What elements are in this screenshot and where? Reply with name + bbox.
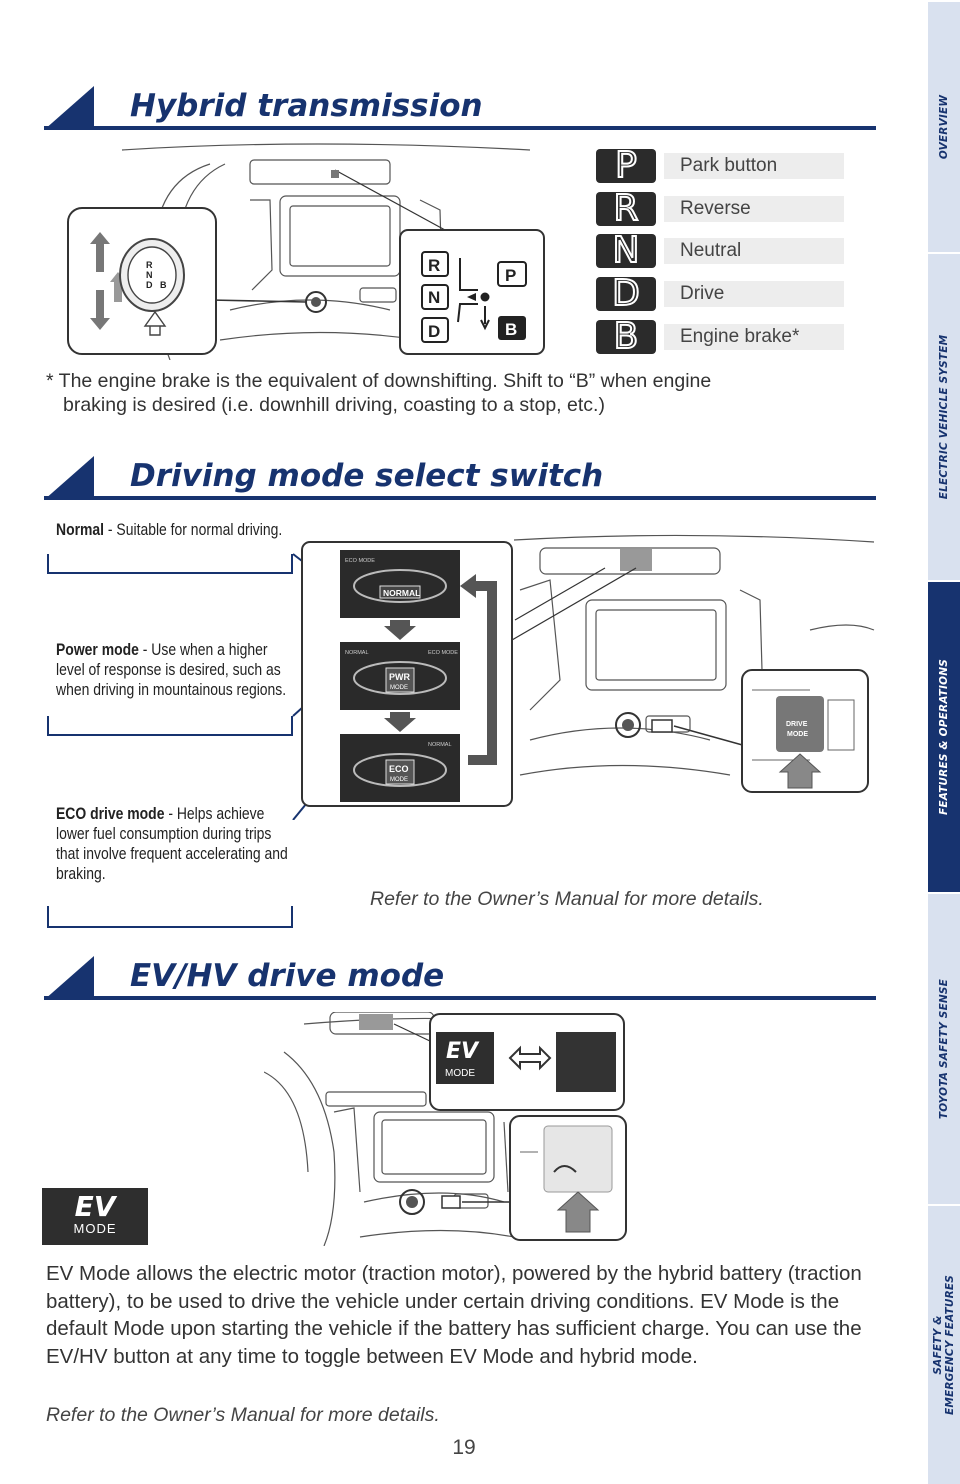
- engine-brake-key-icon: B: [596, 316, 656, 357]
- tab-electric-vehicle-system-label: ELECTRIC VEHICLE SYSTEM: [938, 334, 950, 500]
- driving-mode-section-header: Driving mode select switch: [44, 456, 876, 500]
- eco-screen-label-1: ECO: [389, 764, 409, 774]
- ev-hv-drawing: EV MODE: [264, 1012, 627, 1246]
- tab-safety-emergency-label: SAFETY & EMERGENCY FEATURES: [932, 1275, 956, 1415]
- eco-mode-name: ECO drive mode: [56, 804, 165, 823]
- power-screen-label-2: MODE: [390, 685, 408, 691]
- ev-mode-description: EV Mode allows the electric motor (tract…: [46, 1262, 862, 1368]
- shifter-key-n: N: [428, 288, 440, 307]
- header-rule: [44, 996, 876, 1000]
- hybrid-section-header: Hybrid transmission: [44, 86, 876, 130]
- ev-badge-mode-text: MODE: [73, 1221, 117, 1236]
- ev-mode-badge-icon: EV MODE: [42, 1188, 148, 1245]
- power-callout-line: [47, 716, 293, 736]
- driving-mode-illustration: NORMAL ECO MODE PWR MODE NORMAL ECO MODE…: [290, 520, 880, 820]
- eco-screen-label-2: MODE: [390, 777, 408, 783]
- eco-screen-right-label: NORMAL: [428, 742, 452, 748]
- neutral-label: Neutral: [664, 238, 844, 264]
- neutral-key-letter: N: [612, 230, 641, 271]
- tab-features-operations[interactable]: FEATURES & OPERATIONS: [928, 580, 960, 892]
- park-key-letter: P: [614, 145, 638, 186]
- reverse-key-icon: R: [596, 188, 656, 229]
- power-mode-note: Power mode - Use when a higher level of …: [56, 640, 294, 700]
- eco-callout-line: [47, 906, 293, 928]
- power-screen-label-1: PWR: [389, 672, 410, 682]
- shifter-key-d: D: [428, 322, 440, 341]
- knob-letter-n: N: [146, 270, 153, 280]
- tab-features-operations-label: FEATURES & OPERATIONS: [938, 659, 950, 815]
- neutral-key-icon: N: [596, 230, 656, 271]
- power-screen-right-label: ECO MODE: [428, 650, 458, 656]
- engine-brake-label: Engine brake*: [664, 324, 844, 350]
- engine-brake-key-letter: B: [613, 316, 640, 357]
- header-wedge: [44, 456, 94, 500]
- tab-safety-emergency-label-line1: SAFETY &: [932, 1315, 944, 1375]
- drive-mode-switch-label-2: MODE: [787, 731, 808, 738]
- dashboard-drawing: R N D B R N D P B: [67, 143, 545, 360]
- side-navigation: OVERVIEW ELECTRIC VEHICLE SYSTEM FEATURE…: [928, 0, 960, 1484]
- tab-toyota-safety-sense-label: TOYOTA SAFETY SENSE: [938, 978, 950, 1120]
- hybrid-dashboard-illustration: R N D B R N D P B: [60, 140, 580, 360]
- knob-letter-r: R: [146, 260, 153, 270]
- reverse-label: Reverse: [664, 196, 844, 222]
- engine-brake-footnote: * The engine brake is the equivalent of …: [46, 369, 846, 417]
- ev-hv-illustration: EV MODE: [264, 1012, 634, 1246]
- footnote-line-2: braking is desired (i.e. downhill drivin…: [63, 394, 605, 416]
- header-wedge: [44, 956, 94, 1000]
- eco-mode-note: ECO drive mode - Helps achieve lower fue…: [56, 804, 294, 884]
- drive-label: Drive: [664, 281, 844, 307]
- power-mode-name: Power mode: [56, 640, 139, 659]
- tab-safety-emergency[interactable]: SAFETY & EMERGENCY FEATURES: [928, 1204, 960, 1484]
- tab-toyota-safety-sense[interactable]: TOYOTA SAFETY SENSE: [928, 892, 960, 1204]
- header-wedge: [44, 86, 94, 130]
- gear-row-reverse: R Reverse: [596, 188, 846, 229]
- shifter-key-r: R: [428, 256, 440, 275]
- ev-hv-section-title: EV/HV drive mode: [130, 958, 445, 994]
- ev-hv-reference: Refer to the Owner’s Manual for more det…: [46, 1404, 440, 1426]
- tab-overview-label: OVERVIEW: [938, 94, 950, 160]
- normal-mode-note: Normal - Suitable for normal driving.: [56, 520, 294, 540]
- drive-key-letter: D: [611, 273, 641, 314]
- gear-row-engine-brake: B Engine brake*: [596, 316, 846, 357]
- gear-row-neutral: N Neutral: [596, 230, 846, 271]
- normal-mode-name: Normal: [56, 520, 105, 539]
- normal-mode-desc: - Suitable for normal driving.: [104, 520, 283, 539]
- page-number: 19: [452, 1436, 476, 1459]
- ev-hv-section-header: EV/HV drive mode: [44, 956, 876, 1000]
- shifter-key-p: P: [505, 266, 516, 285]
- hybrid-section-title: Hybrid transmission: [130, 88, 483, 124]
- drive-key-icon: D: [596, 273, 656, 314]
- tab-electric-vehicle-system[interactable]: ELECTRIC VEHICLE SYSTEM: [928, 252, 960, 580]
- power-mode-desc: - Use when a higher level of response is…: [56, 640, 287, 699]
- footnote-line-1: * The engine brake is the equivalent of …: [46, 370, 712, 392]
- reverse-key-letter: R: [612, 188, 639, 229]
- ev-badge-ev-text: EV: [74, 1190, 116, 1223]
- shifter-key-b: B: [505, 320, 517, 339]
- header-rule: [44, 496, 876, 500]
- eco-mode-desc: - Helps achieve lower fuel consumption d…: [56, 804, 288, 883]
- park-label: Park button: [664, 153, 844, 179]
- power-screen-left-label: NORMAL: [345, 650, 369, 656]
- driving-mode-drawing: NORMAL ECO MODE PWR MODE NORMAL ECO MODE…: [292, 534, 875, 820]
- park-key-icon: P: [596, 145, 656, 186]
- gear-row-drive: D Drive: [596, 273, 846, 314]
- drive-mode-switch-label-1: DRIVE: [786, 721, 808, 728]
- knob-letter-d: D: [146, 280, 153, 290]
- driving-mode-section-title: Driving mode select switch: [130, 458, 604, 494]
- normal-callout-line: [47, 554, 293, 574]
- ev-toggle-ev-text: EV: [446, 1039, 480, 1064]
- ev-toggle-mode-text: MODE: [445, 1068, 475, 1079]
- knob-letter-b: B: [160, 280, 167, 290]
- header-rule: [44, 126, 876, 130]
- gear-row-park: P Park button: [596, 145, 846, 186]
- tab-overview[interactable]: OVERVIEW: [928, 0, 960, 252]
- normal-screen-left-label: ECO MODE: [345, 558, 375, 564]
- driving-mode-reference: Refer to the Owner’s Manual for more det…: [370, 888, 764, 910]
- normal-screen-label: NORMAL: [383, 588, 420, 598]
- tab-safety-emergency-label-line2: EMERGENCY FEATURES: [944, 1275, 956, 1415]
